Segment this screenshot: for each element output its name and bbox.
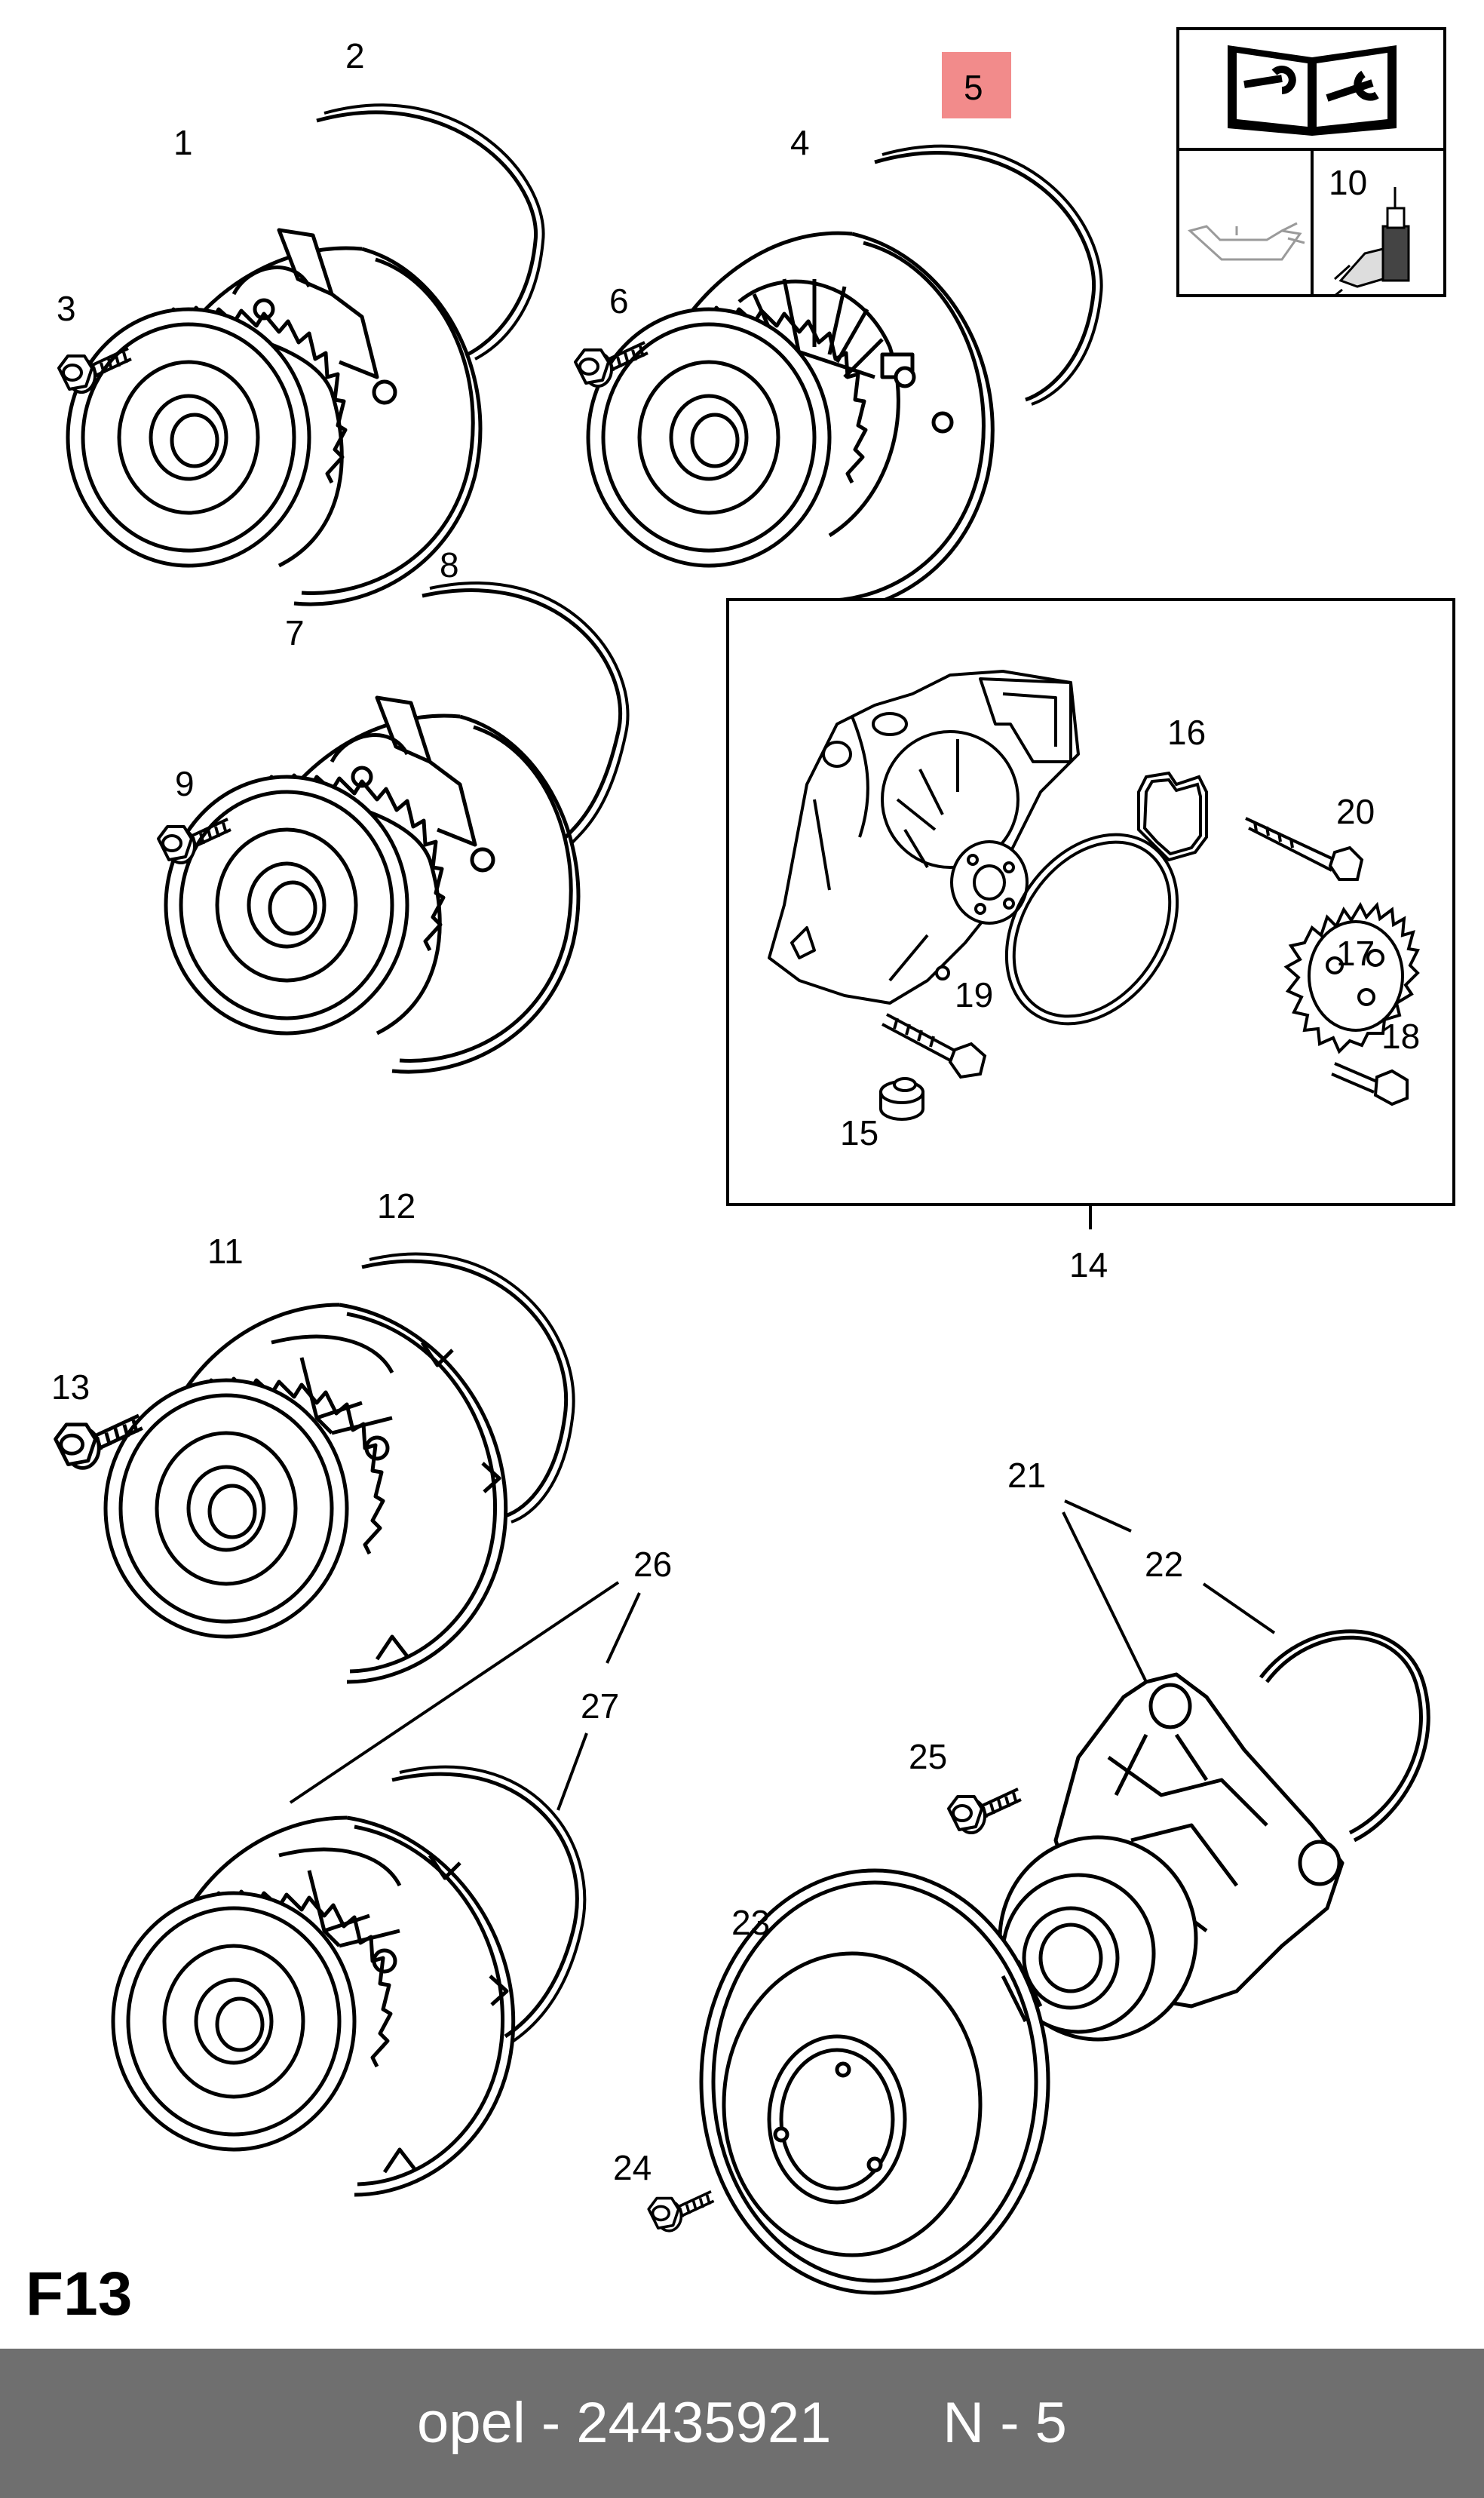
footer-gap <box>831 2391 943 2455</box>
bolt-part-25 <box>947 1788 1023 1834</box>
callout-15: 15 <box>840 1113 878 1152</box>
o-ring-part-8 <box>422 588 622 839</box>
footer-bar: opel - 24435921 N - 5 <box>0 2349 1484 2498</box>
pump-housing-part-19 <box>768 670 1080 1005</box>
gasket-part-16 <box>1137 771 1208 862</box>
callout-14: 14 <box>1069 1245 1108 1284</box>
water-pump-part-26 <box>113 1818 514 2195</box>
o-ring-part-2 <box>316 110 538 357</box>
bolt-part-19 <box>882 1013 987 1079</box>
callout-4: 4 <box>790 123 810 162</box>
manual-book-wrench-icon <box>1228 45 1397 136</box>
callout-7: 7 <box>285 613 305 652</box>
o-ring-part-27 <box>391 1772 579 2039</box>
o-ring-part-5 <box>874 151 1096 402</box>
callout-27: 27 <box>581 1686 619 1726</box>
footer-brand: opel <box>417 2391 526 2455</box>
bolt-part-24 <box>647 2190 716 2233</box>
o-ring-part-19 <box>1004 833 1179 1026</box>
footer-part-number: 24435921 <box>576 2391 832 2455</box>
callout-22: 22 <box>1145 1545 1183 1584</box>
callout-16: 16 <box>1167 713 1206 752</box>
water-pump-part-1 <box>68 230 480 604</box>
footer-separator: - <box>525 2391 577 2455</box>
oil-can-icon <box>1187 222 1305 261</box>
sprocket-part-17 <box>1283 901 1420 1054</box>
water-pump-part-7 <box>166 698 578 1072</box>
callout-13: 13 <box>51 1367 90 1407</box>
pulley-part-23 <box>699 1868 1050 2295</box>
callout-19: 19 <box>955 975 993 1014</box>
callout-21: 21 <box>1007 1456 1046 1495</box>
highlight-box-part-5 <box>942 52 1011 118</box>
o-ring-part-22 <box>1259 1629 1430 1843</box>
plug-part-15 <box>879 1077 924 1121</box>
bolt-part-20 <box>1245 817 1364 881</box>
footer-position: N - 5 <box>943 2391 1067 2455</box>
callout-25: 25 <box>909 1737 947 1776</box>
bolt-part-18 <box>1331 1062 1409 1106</box>
callout-20: 20 <box>1336 792 1375 831</box>
callout-6: 6 <box>609 281 629 321</box>
kit-box-part-14 <box>726 598 1455 1229</box>
callout-11: 11 <box>207 1232 244 1271</box>
callout-26: 26 <box>633 1545 672 1584</box>
water-pump-housing-part-21 <box>998 1672 1344 2042</box>
callout-23: 23 <box>731 1903 770 1942</box>
callout-5: 5 <box>964 68 983 107</box>
callout-17: 17 <box>1336 934 1375 973</box>
callout-12: 12 <box>377 1186 415 1226</box>
callout-1: 1 <box>173 123 193 162</box>
footer-text: opel - 24435921 N - 5 <box>0 2349 1484 2498</box>
callout-2: 2 <box>345 36 365 75</box>
callout-9: 9 <box>175 764 195 803</box>
water-pump-part-11 <box>106 1305 506 1682</box>
water-pump-part-4 <box>588 233 992 612</box>
callout-18: 18 <box>1381 1017 1420 1056</box>
callout-10: 10 <box>1329 163 1367 202</box>
tools-legend-box <box>1176 27 1446 297</box>
sealant-bottle-icon <box>1333 187 1410 297</box>
callout-24: 24 <box>613 2148 652 2187</box>
callout-3: 3 <box>57 289 76 328</box>
o-ring-part-12 <box>361 1259 569 1518</box>
page-label: F13 <box>26 2260 133 2328</box>
callout-8: 8 <box>440 545 459 585</box>
